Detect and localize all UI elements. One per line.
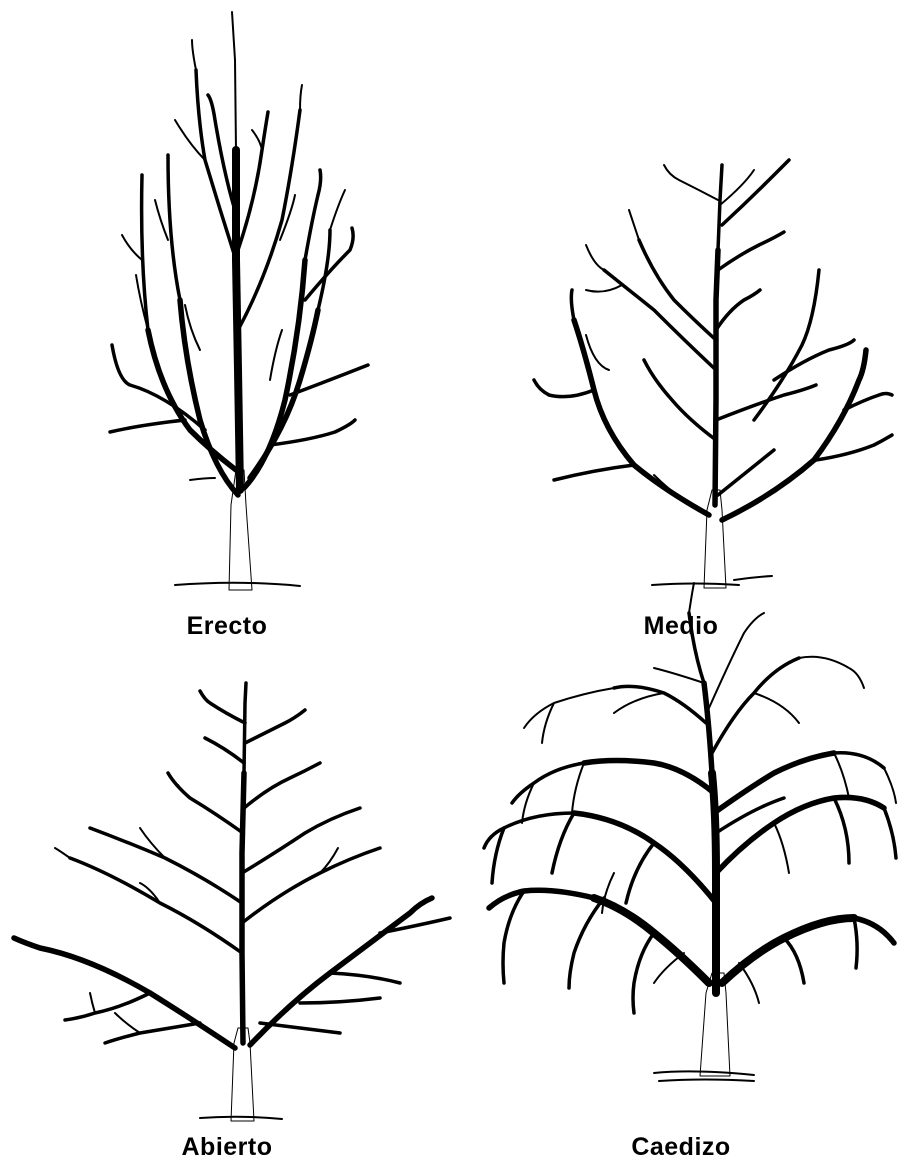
abierto-leader: [242, 773, 244, 1043]
medio-tree-drawing: [454, 0, 908, 600]
erecto-leader: [236, 150, 240, 490]
erecto-tree-drawing: [0, 0, 454, 600]
tree-panel-erecto: Erecto: [0, 0, 454, 573]
tree-panel-medio: Medio: [454, 0, 908, 573]
abierto-tree-drawing: [0, 573, 454, 1133]
label-caedizo: Caedizo: [454, 1133, 908, 1162]
caedizo-ground: [654, 1071, 754, 1075]
medio-leader: [715, 250, 718, 505]
tree-panel-abierto: Abierto: [0, 573, 454, 1146]
caedizo-tree-drawing: [454, 573, 908, 1133]
tree-panel-caedizo: Caedizo: [454, 573, 908, 1146]
label-abierto: Abierto: [0, 1133, 454, 1162]
caedizo-leader: [712, 773, 716, 993]
